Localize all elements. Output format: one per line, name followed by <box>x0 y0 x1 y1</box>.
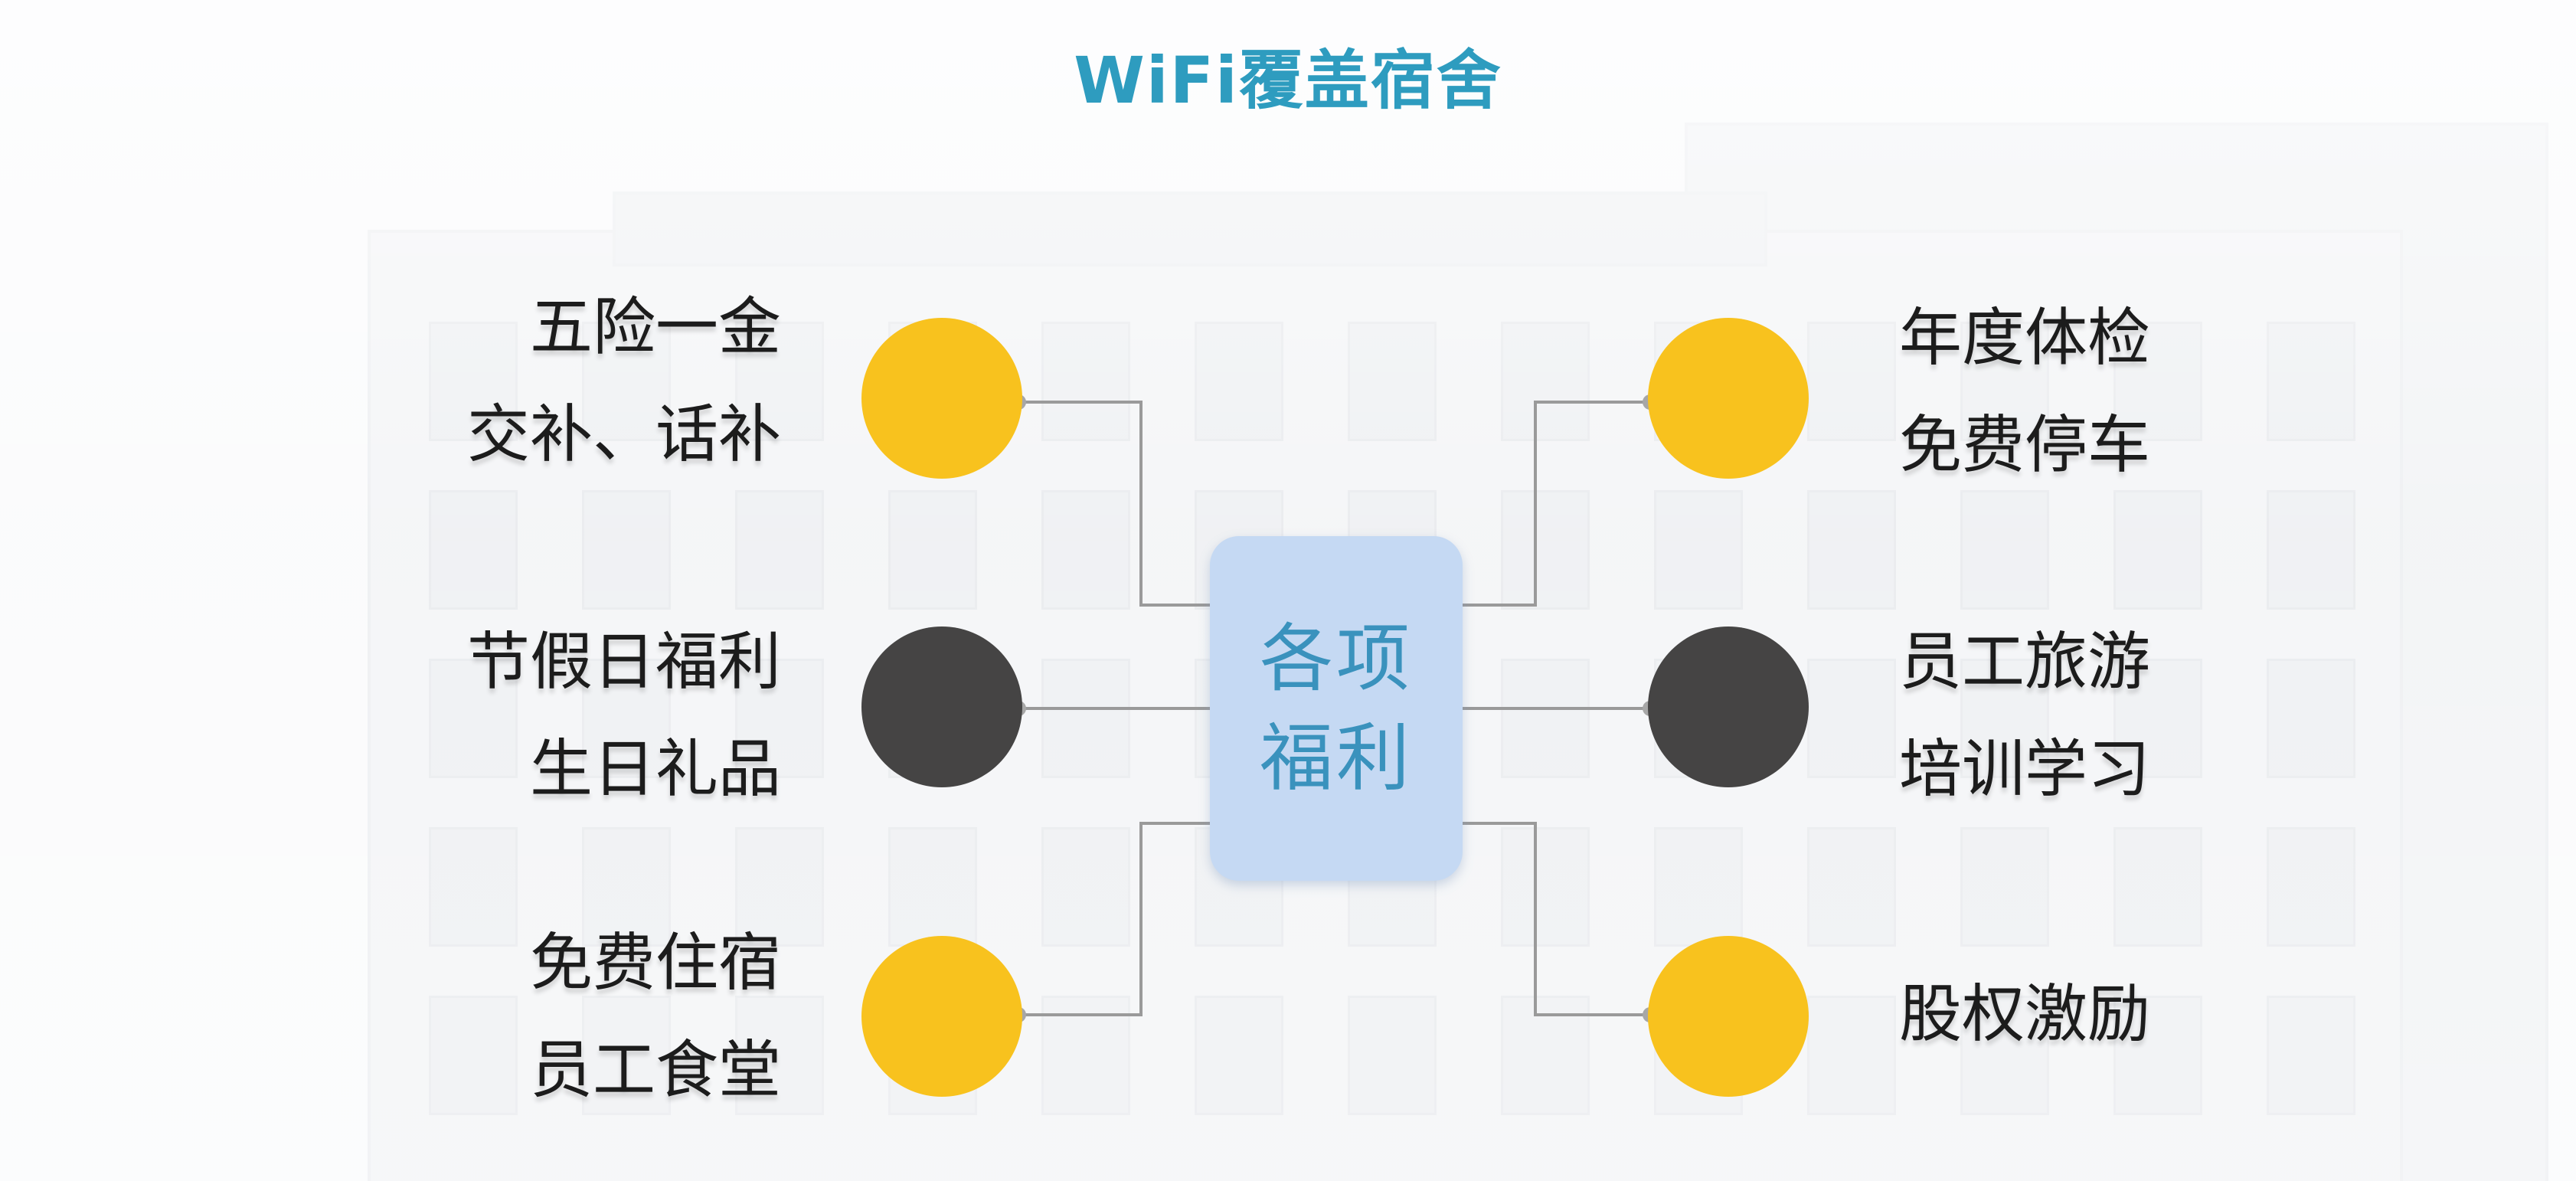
benefit-label-right-bottom: 股权激励 <box>1899 961 2297 1068</box>
benefit-dot-left-top <box>861 318 1022 479</box>
benefit-label-left-top: 五险一金 交补、话补 <box>383 274 781 489</box>
connector-left-top <box>1018 401 1210 607</box>
page-title: WiFi覆盖宿舍 <box>1074 43 1502 118</box>
benefit-dot-right-bottom <box>1648 936 1809 1097</box>
benefit-text: 年度体检 <box>1899 302 2151 375</box>
benefits-hub: 各项 福利 <box>1210 536 1463 881</box>
benefit-label-left-middle: 节假日福利 生日礼品 <box>383 609 781 823</box>
benefit-dot-left-middle <box>861 626 1022 787</box>
connector-left-bottom <box>1018 822 1210 1016</box>
benefit-text: 培训学习 <box>1899 733 2151 806</box>
benefit-text: 免费住宿 <box>529 927 781 999</box>
benefit-text: 节假日福利 <box>466 626 781 698</box>
connector-right-top <box>1463 401 1650 607</box>
benefit-text: 员工旅游 <box>1899 626 2151 698</box>
benefit-dot-left-bottom <box>861 936 1022 1097</box>
benefit-text: 股权激励 <box>1899 978 2151 1051</box>
connector-right-bottom <box>1463 822 1650 1016</box>
benefit-dot-right-top <box>1648 318 1809 479</box>
hub-label-line1: 各项 <box>1260 616 1413 702</box>
benefit-text: 免费停车 <box>1899 409 2151 482</box>
benefit-label-left-bottom: 免费住宿 员工食堂 <box>383 910 781 1124</box>
benefit-text: 交补、话补 <box>466 398 781 471</box>
benefit-text: 生日礼品 <box>529 733 781 806</box>
hub-label-line2: 福利 <box>1260 715 1413 801</box>
benefit-label-right-middle: 员工旅游 培训学习 <box>1899 609 2297 823</box>
benefit-dot-right-middle <box>1648 626 1809 787</box>
benefit-text: 五险一金 <box>529 291 781 364</box>
benefit-text: 员工食堂 <box>529 1034 781 1107</box>
benefit-label-right-top: 年度体检 免费停车 <box>1899 285 2297 499</box>
